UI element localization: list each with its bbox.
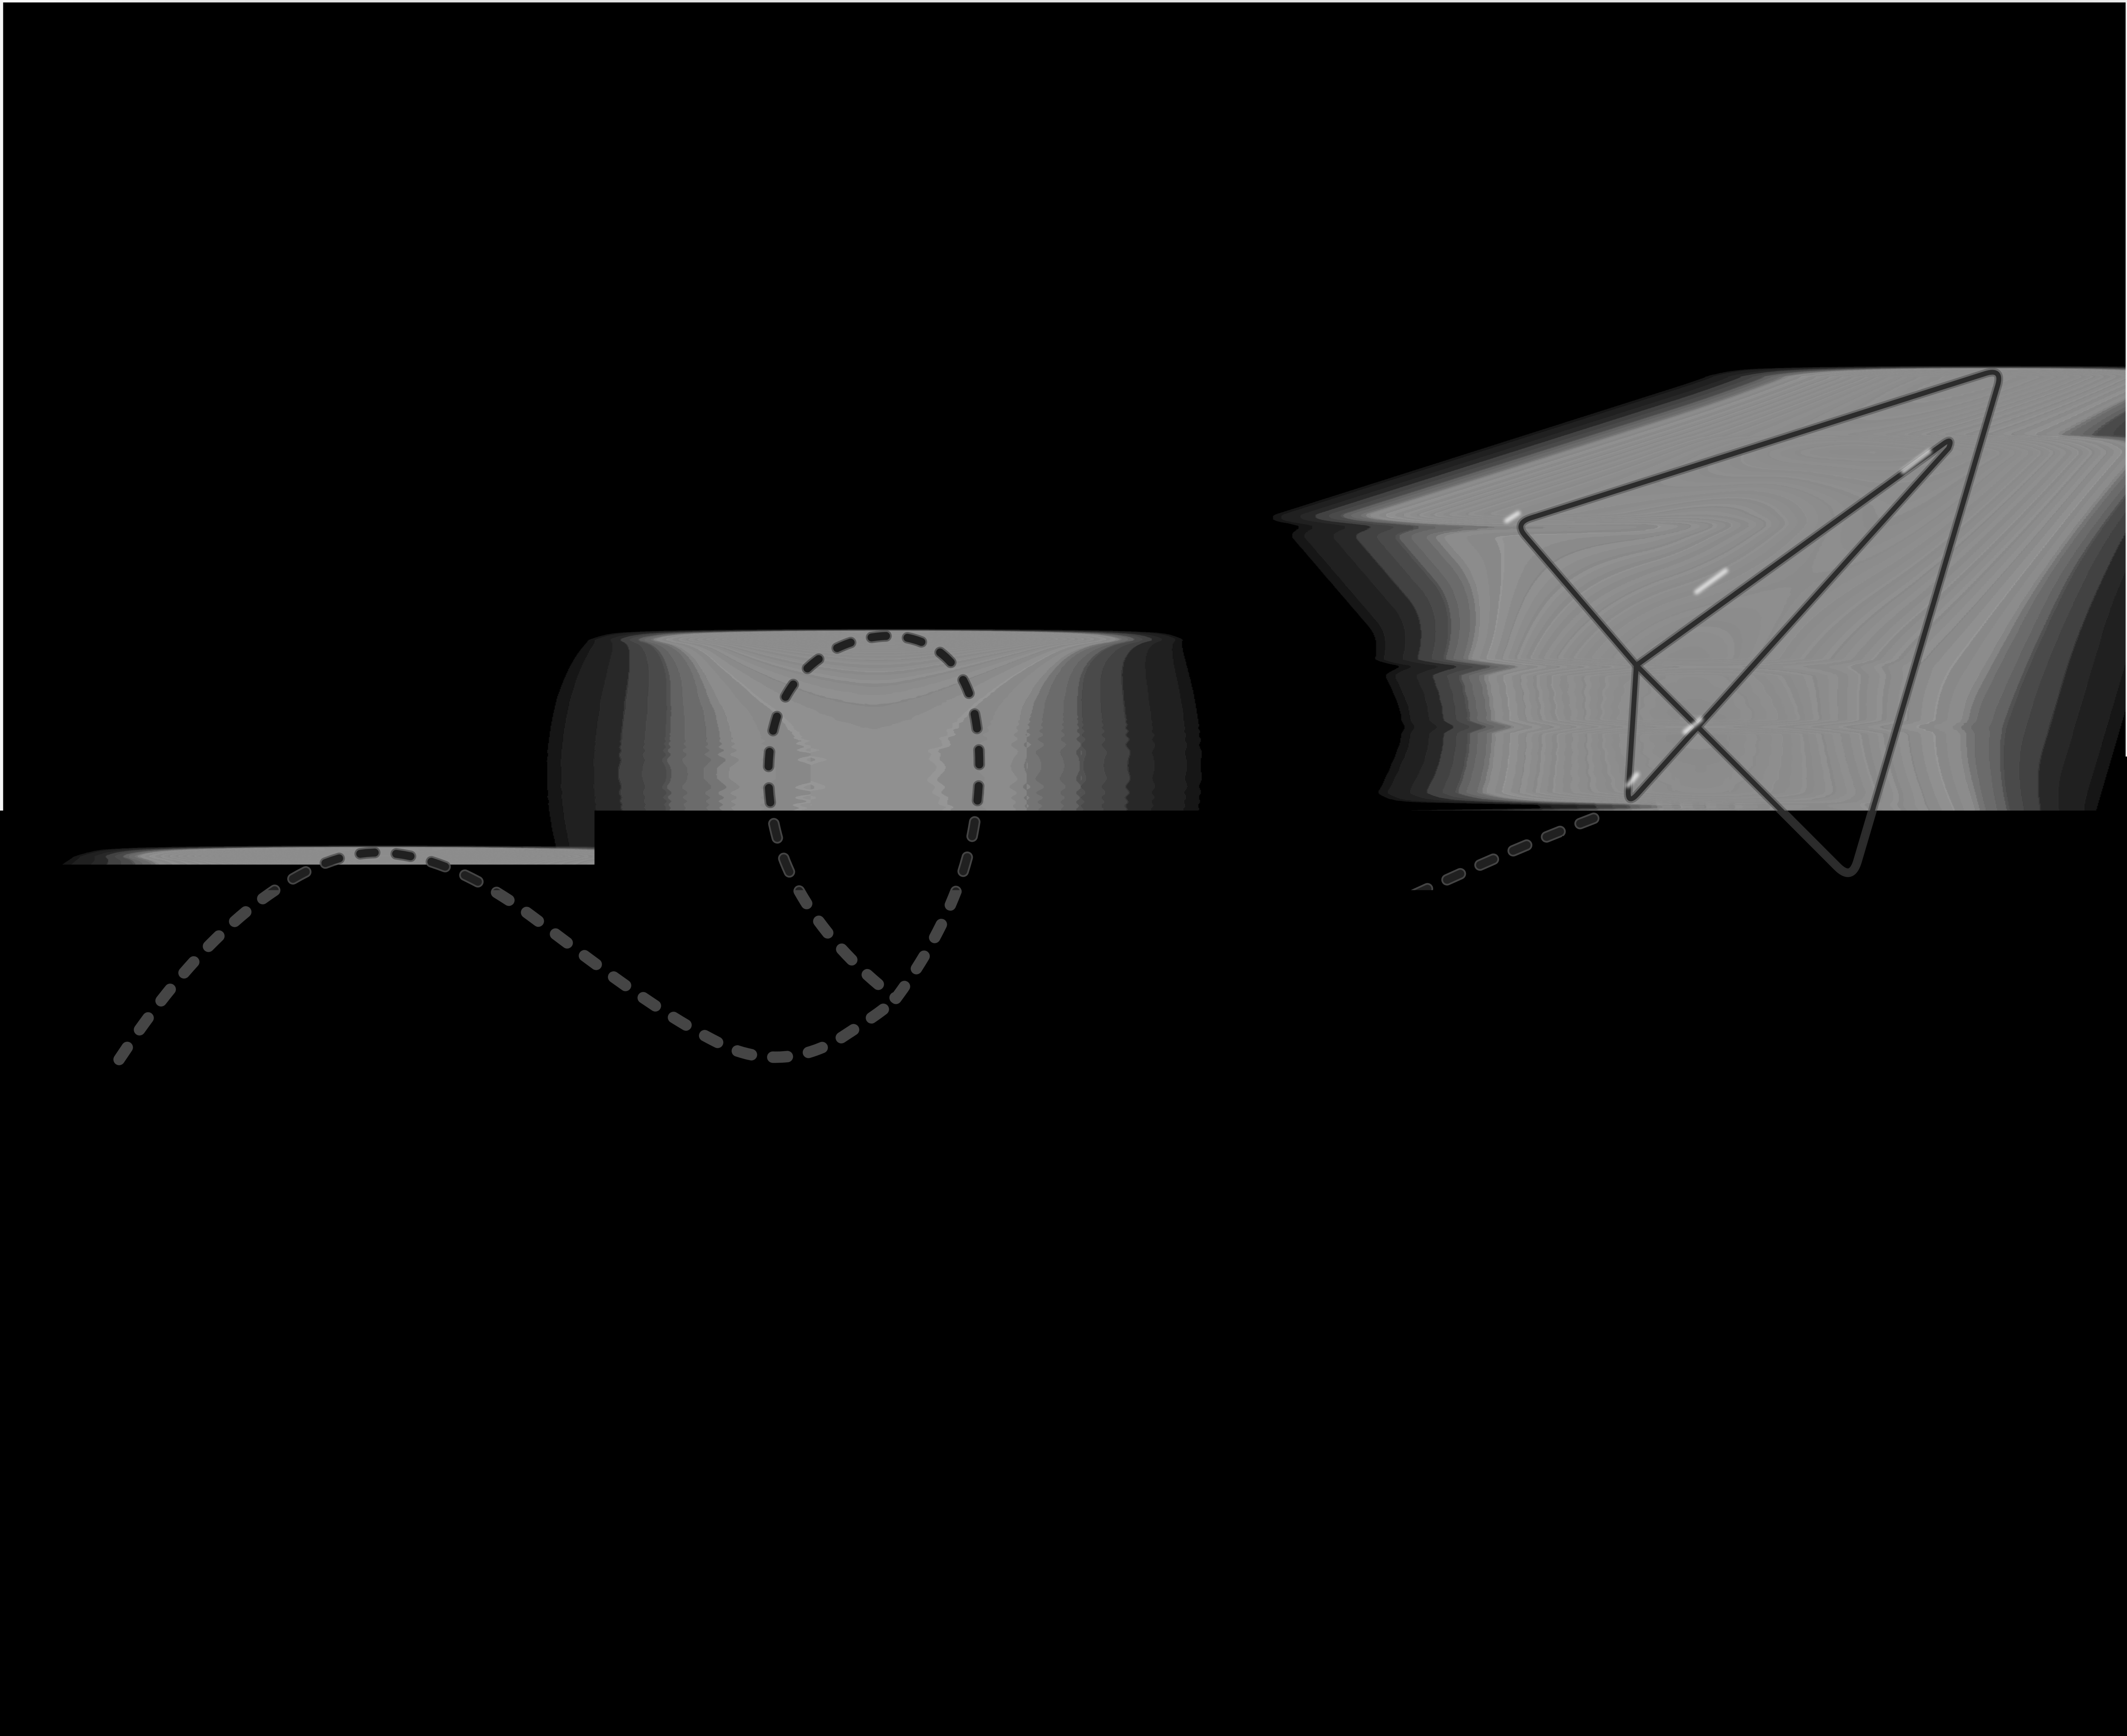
top-edge-strip xyxy=(0,0,2127,3)
cross-tick-bar xyxy=(875,1002,920,1006)
left-edge-border xyxy=(0,0,3,1417)
screenshot-stage xyxy=(0,0,2127,1417)
paper-plane-canvas xyxy=(0,0,2127,1417)
bottom-edge-strip xyxy=(0,1414,2127,1417)
black-background xyxy=(0,0,2127,1417)
